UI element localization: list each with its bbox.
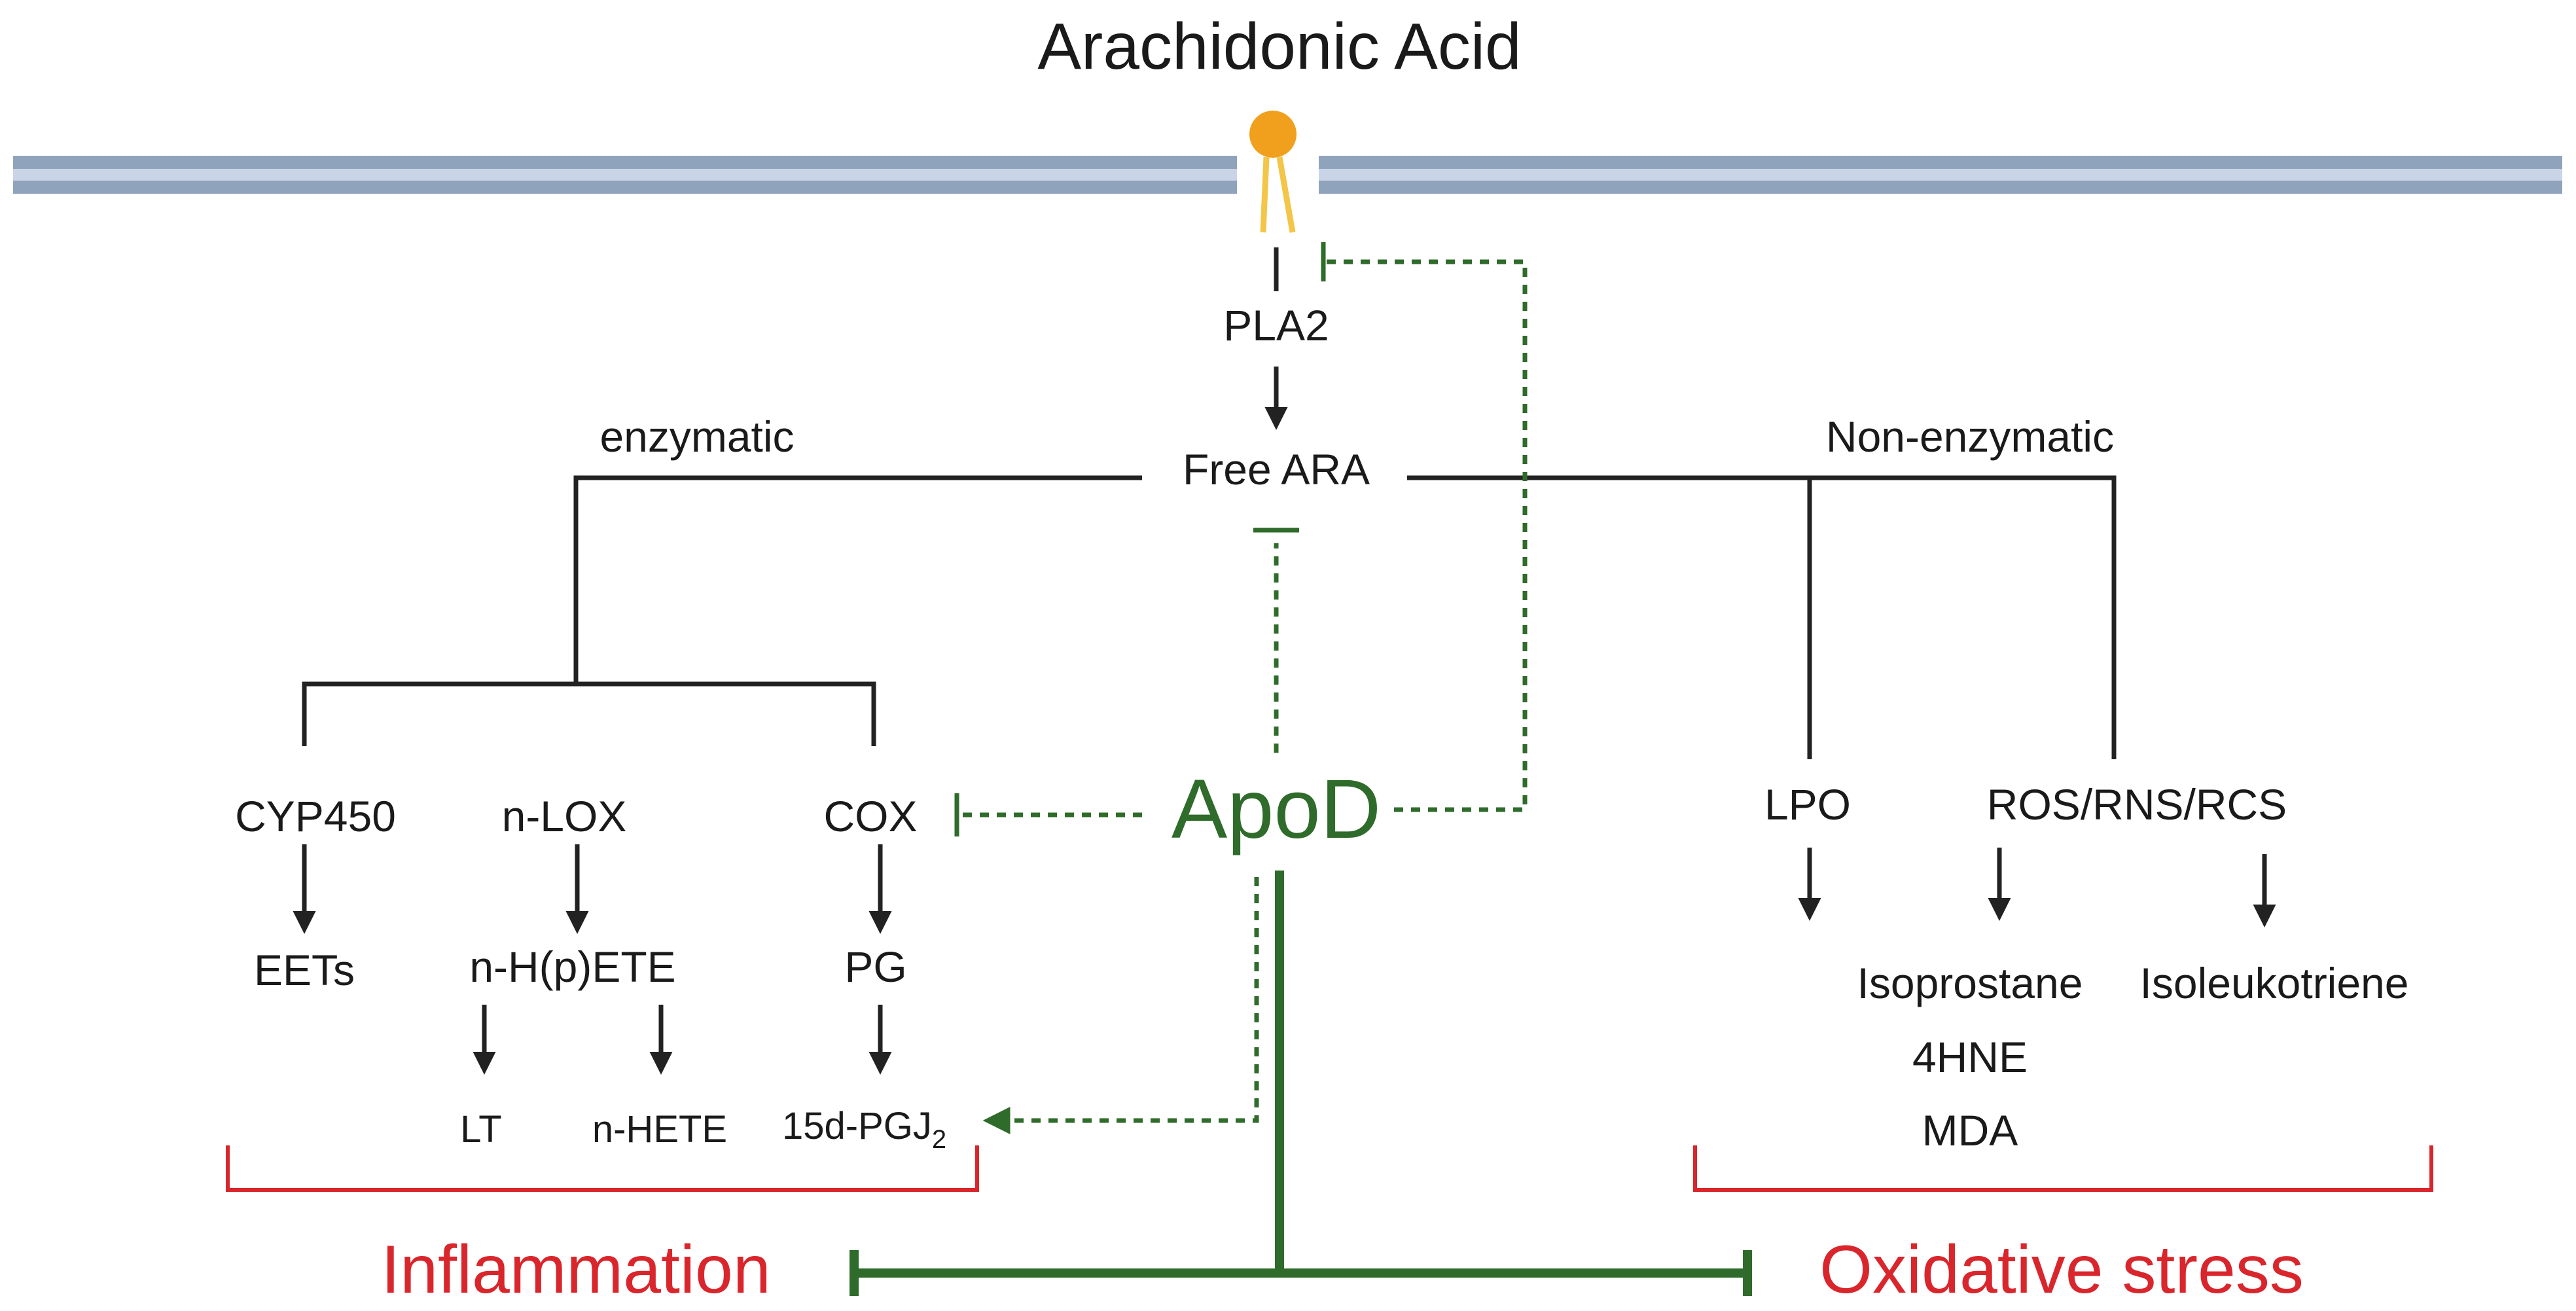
lpo-label: LPO (1764, 780, 1851, 829)
oxidative-bracket (1693, 1145, 2433, 1192)
apod-inhibits-pla2-line (1325, 259, 1528, 812)
apod-promotes-pgj2-line (982, 877, 1259, 1134)
isoprostane-label: Isoprostane (1857, 959, 2083, 1007)
enzymatic-label: enzymatic (599, 412, 794, 461)
isoleukotriene-label: Isoleukotriene (2140, 959, 2409, 1007)
nhpete-label: n-H(p)ETE (469, 943, 675, 991)
lt-label: LT (460, 1108, 501, 1151)
non-enzymatic-branch-line (1407, 475, 2117, 759)
enzymatic-branch-line (573, 475, 1142, 684)
eets-label: EETs (254, 946, 355, 994)
cox-label: COX (823, 792, 917, 840)
non-enzymatic-label: Non-enzymatic (1826, 412, 2114, 461)
phospholipid-icon (1249, 111, 1297, 233)
ros-rns-rcs-label: ROS/RNS/RCS (1987, 780, 2287, 829)
inflammation-bracket (226, 1145, 979, 1192)
inflammation-label: Inflammation (381, 1232, 770, 1308)
free-ara-label: Free ARA (1183, 445, 1370, 494)
mda-label: MDA (1922, 1106, 2018, 1155)
pgj2-label: 15d-PGJ2 (782, 1105, 946, 1154)
nhete-label: n-HETE (592, 1108, 727, 1151)
pg-label: PG (844, 943, 906, 991)
apod-label: ApoD (1172, 763, 1381, 856)
4hne-label: 4HNE (1912, 1033, 2028, 1081)
nlox-label: n-LOX (502, 792, 627, 840)
diagram-title: Arachidonic Acid (1037, 10, 1521, 83)
cyp450-label: CYP450 (235, 792, 396, 840)
enzymatic-split-line (302, 681, 876, 746)
cell-membrane (13, 156, 2562, 194)
pla2-label: PLA2 (1223, 301, 1329, 350)
oxidative-stress-label: Oxidative stress (1819, 1232, 2304, 1308)
